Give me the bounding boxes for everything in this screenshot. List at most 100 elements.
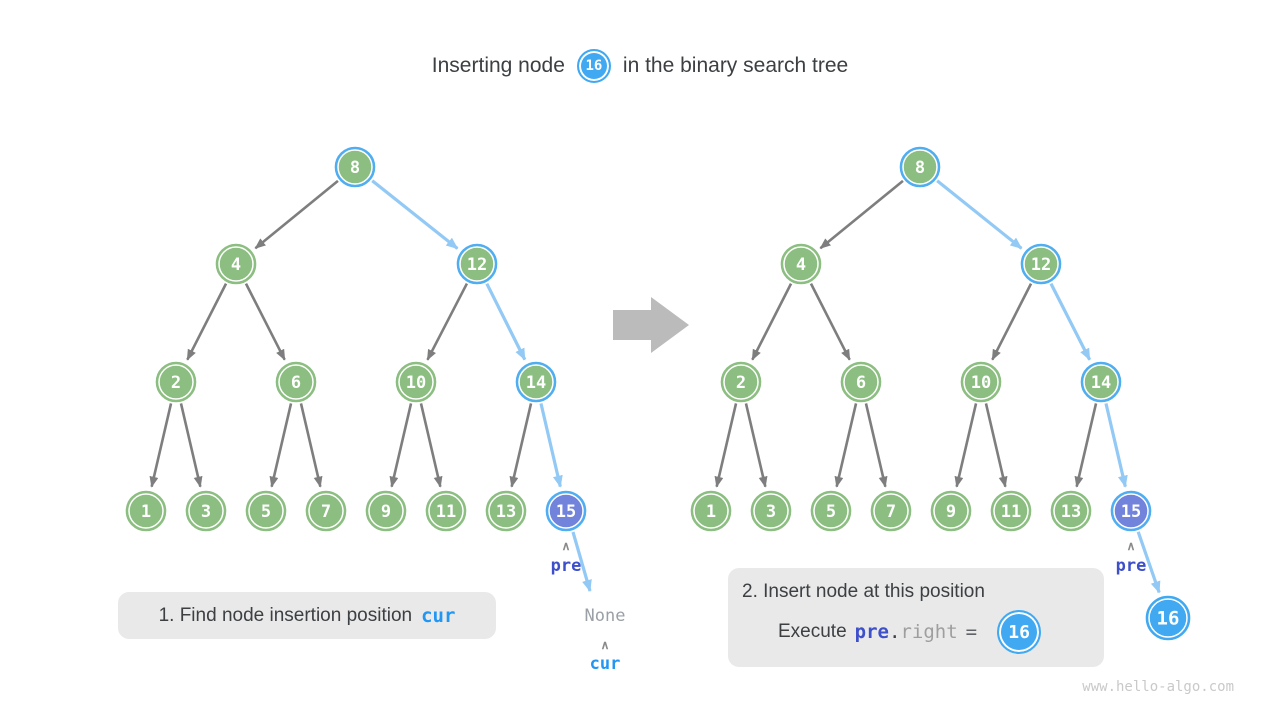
node-circle [215, 243, 257, 285]
pre-caret-left: ∧ [561, 539, 571, 553]
edge-10-9-right [954, 403, 978, 488]
node-circle [840, 361, 882, 403]
node-value: 15 [556, 502, 576, 522]
tree-node-6-left: 6 [275, 361, 317, 403]
tree-node-2-left: 2 [155, 361, 197, 403]
title-suffix: in the binary search tree [622, 54, 849, 77]
node-circle [870, 490, 912, 532]
node-inner-ring [1113, 493, 1149, 529]
node-circle [960, 361, 1002, 403]
edge-14-15-right [1104, 403, 1128, 488]
node-inner-ring [248, 493, 284, 529]
tree-node-13-right: 13 [1050, 490, 1092, 532]
node-value: 8 [915, 158, 925, 178]
node-inner-ring [723, 364, 759, 400]
step2-prefix: Execute [778, 621, 847, 642]
node-circle [1145, 595, 1191, 641]
node-value: 5 [261, 502, 271, 522]
edge-12-14-right [1049, 282, 1092, 361]
node-value: 7 [886, 502, 896, 522]
node-inner-ring [902, 149, 938, 185]
node-circle [185, 490, 227, 532]
node-value: 3 [766, 502, 776, 522]
edge-2-1-right [714, 403, 738, 488]
node-inner-ring [548, 493, 584, 529]
node-inner-ring [428, 493, 464, 529]
node-circle [750, 490, 792, 532]
step2-code-dot: . [888, 621, 901, 643]
edge-4-6-right [809, 283, 851, 361]
edge-10-11-right [984, 403, 1008, 488]
tree-node-9-right: 9 [930, 490, 972, 532]
node-circle [690, 490, 732, 532]
node-value: 10 [406, 373, 426, 393]
edge-8-4-left [254, 179, 339, 250]
node-value: 14 [1091, 373, 1111, 393]
node-inner-ring [783, 246, 819, 282]
cur-label: cur [589, 654, 621, 674]
tree-node-10-left: 10 [395, 361, 437, 403]
edge-2-3-left [179, 403, 203, 488]
node-value: 16 [1157, 608, 1180, 630]
node-value: 9 [946, 502, 956, 522]
step2-line1: 2. Insert node at this position [742, 581, 985, 602]
edge-4-6-left [244, 283, 286, 361]
tree-node-15-right: 15 [1110, 490, 1152, 532]
node-value: 4 [231, 255, 241, 275]
title-prefix: Inserting node [431, 54, 565, 77]
tree-node-5-left: 5 [245, 490, 287, 532]
node-value: 4 [796, 255, 806, 275]
watermark: www.hello-algo.com [1082, 679, 1234, 695]
node-circle [456, 243, 498, 285]
node-circle [275, 361, 317, 403]
node-value: 7 [321, 502, 331, 522]
node-inner-ring [308, 493, 344, 529]
edge-6-5-right [834, 403, 858, 488]
node-inner-ring [337, 149, 373, 185]
node-inner-ring [368, 493, 404, 529]
step2-caption: 2. Insert node at this position Execute … [728, 568, 1104, 667]
tree-node-5-right: 5 [810, 490, 852, 532]
node-inner-ring [813, 493, 849, 529]
transition-arrow [613, 297, 689, 353]
tree-node-15-left: 15 [545, 490, 587, 532]
edge-12-10-right [991, 283, 1033, 361]
tree-node-7-left: 7 [305, 490, 347, 532]
node-value: 10 [971, 373, 991, 393]
tree-node-13-left: 13 [485, 490, 527, 532]
search-arrow-left-0 [571, 531, 592, 592]
step2-line2: Execute pre . right = 16 [778, 610, 1104, 654]
step2-equals: = [965, 621, 978, 643]
tree-node-11-left: 11 [425, 490, 467, 532]
edge-12-10-left [426, 282, 469, 361]
node-value: 6 [856, 373, 866, 393]
node-circle [1050, 490, 1092, 532]
node-value: 13 [496, 502, 516, 522]
tree-node-7-right: 7 [870, 490, 912, 532]
node-value: 12 [1031, 255, 1051, 275]
node-circle [990, 490, 1032, 532]
edge-14-13-right [1074, 403, 1098, 488]
tree-node-1-left: 1 [125, 490, 167, 532]
node-value: 6 [291, 373, 301, 393]
node-inner-ring [188, 493, 224, 529]
node-inner-ring [1023, 246, 1059, 282]
edge-6-7-right [864, 403, 888, 488]
node-circle [485, 490, 527, 532]
node-circle [245, 490, 287, 532]
tree-node-12-left: 12 [456, 243, 498, 285]
node-circle [125, 490, 167, 532]
pre-label-right: pre [1115, 556, 1147, 576]
node-inner-ring [693, 493, 729, 529]
node-circle [1080, 361, 1122, 403]
node-value: 5 [826, 502, 836, 522]
edge-14-13-left [509, 403, 533, 488]
edge-4-2-right [751, 283, 793, 361]
tree-node-11-right: 11 [990, 490, 1032, 532]
node-circle [515, 361, 557, 403]
node-circle [1020, 243, 1062, 285]
edge-2-3-right [744, 403, 768, 488]
tree-node-16-right: 16 [1145, 595, 1191, 641]
step2-code-pre: pre [854, 621, 889, 643]
